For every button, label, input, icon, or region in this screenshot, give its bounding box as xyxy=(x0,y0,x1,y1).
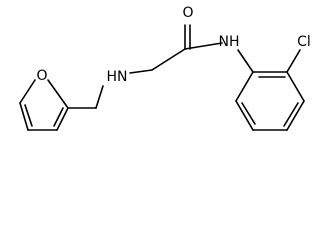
molecule-structure: O NH Cl HN O xyxy=(19,5,311,131)
ring-double-2 xyxy=(283,102,299,127)
furan-bond-c5-c4 xyxy=(19,102,29,131)
furan-bond-c3-c2 xyxy=(56,107,69,131)
furan-double-c4-c5 xyxy=(24,104,33,127)
furan-double-c2-c3 xyxy=(53,107,64,127)
bond-carbonyl-to-nh xyxy=(184,42,223,50)
atom-nh-amide: NH xyxy=(219,34,240,50)
molecule-canvas: O NH Cl HN O xyxy=(19,5,311,131)
atom-oxygen-carbonyl: O xyxy=(182,5,193,21)
furan-bond-o-c5 xyxy=(19,79,36,104)
ring-bond-3 xyxy=(286,100,305,131)
bond-carbonyl-to-ch2 xyxy=(151,48,186,71)
bond-nh-to-ring xyxy=(237,49,254,73)
furan-bond-c2-o xyxy=(47,79,69,109)
ring-double-3 xyxy=(241,102,256,125)
bond-ring-to-cl xyxy=(286,49,301,73)
bond-ch2-to-hn xyxy=(129,69,153,74)
ring-bond-2 xyxy=(286,71,305,102)
atom-oxygen-furan: O xyxy=(36,68,47,84)
atom-chlorine: Cl xyxy=(297,34,311,50)
ring-bond-5 xyxy=(235,100,254,131)
bond-hn-to-ch2 xyxy=(95,85,104,109)
atom-hn-amine: HN xyxy=(107,69,128,85)
ring-bond-6 xyxy=(235,71,254,102)
